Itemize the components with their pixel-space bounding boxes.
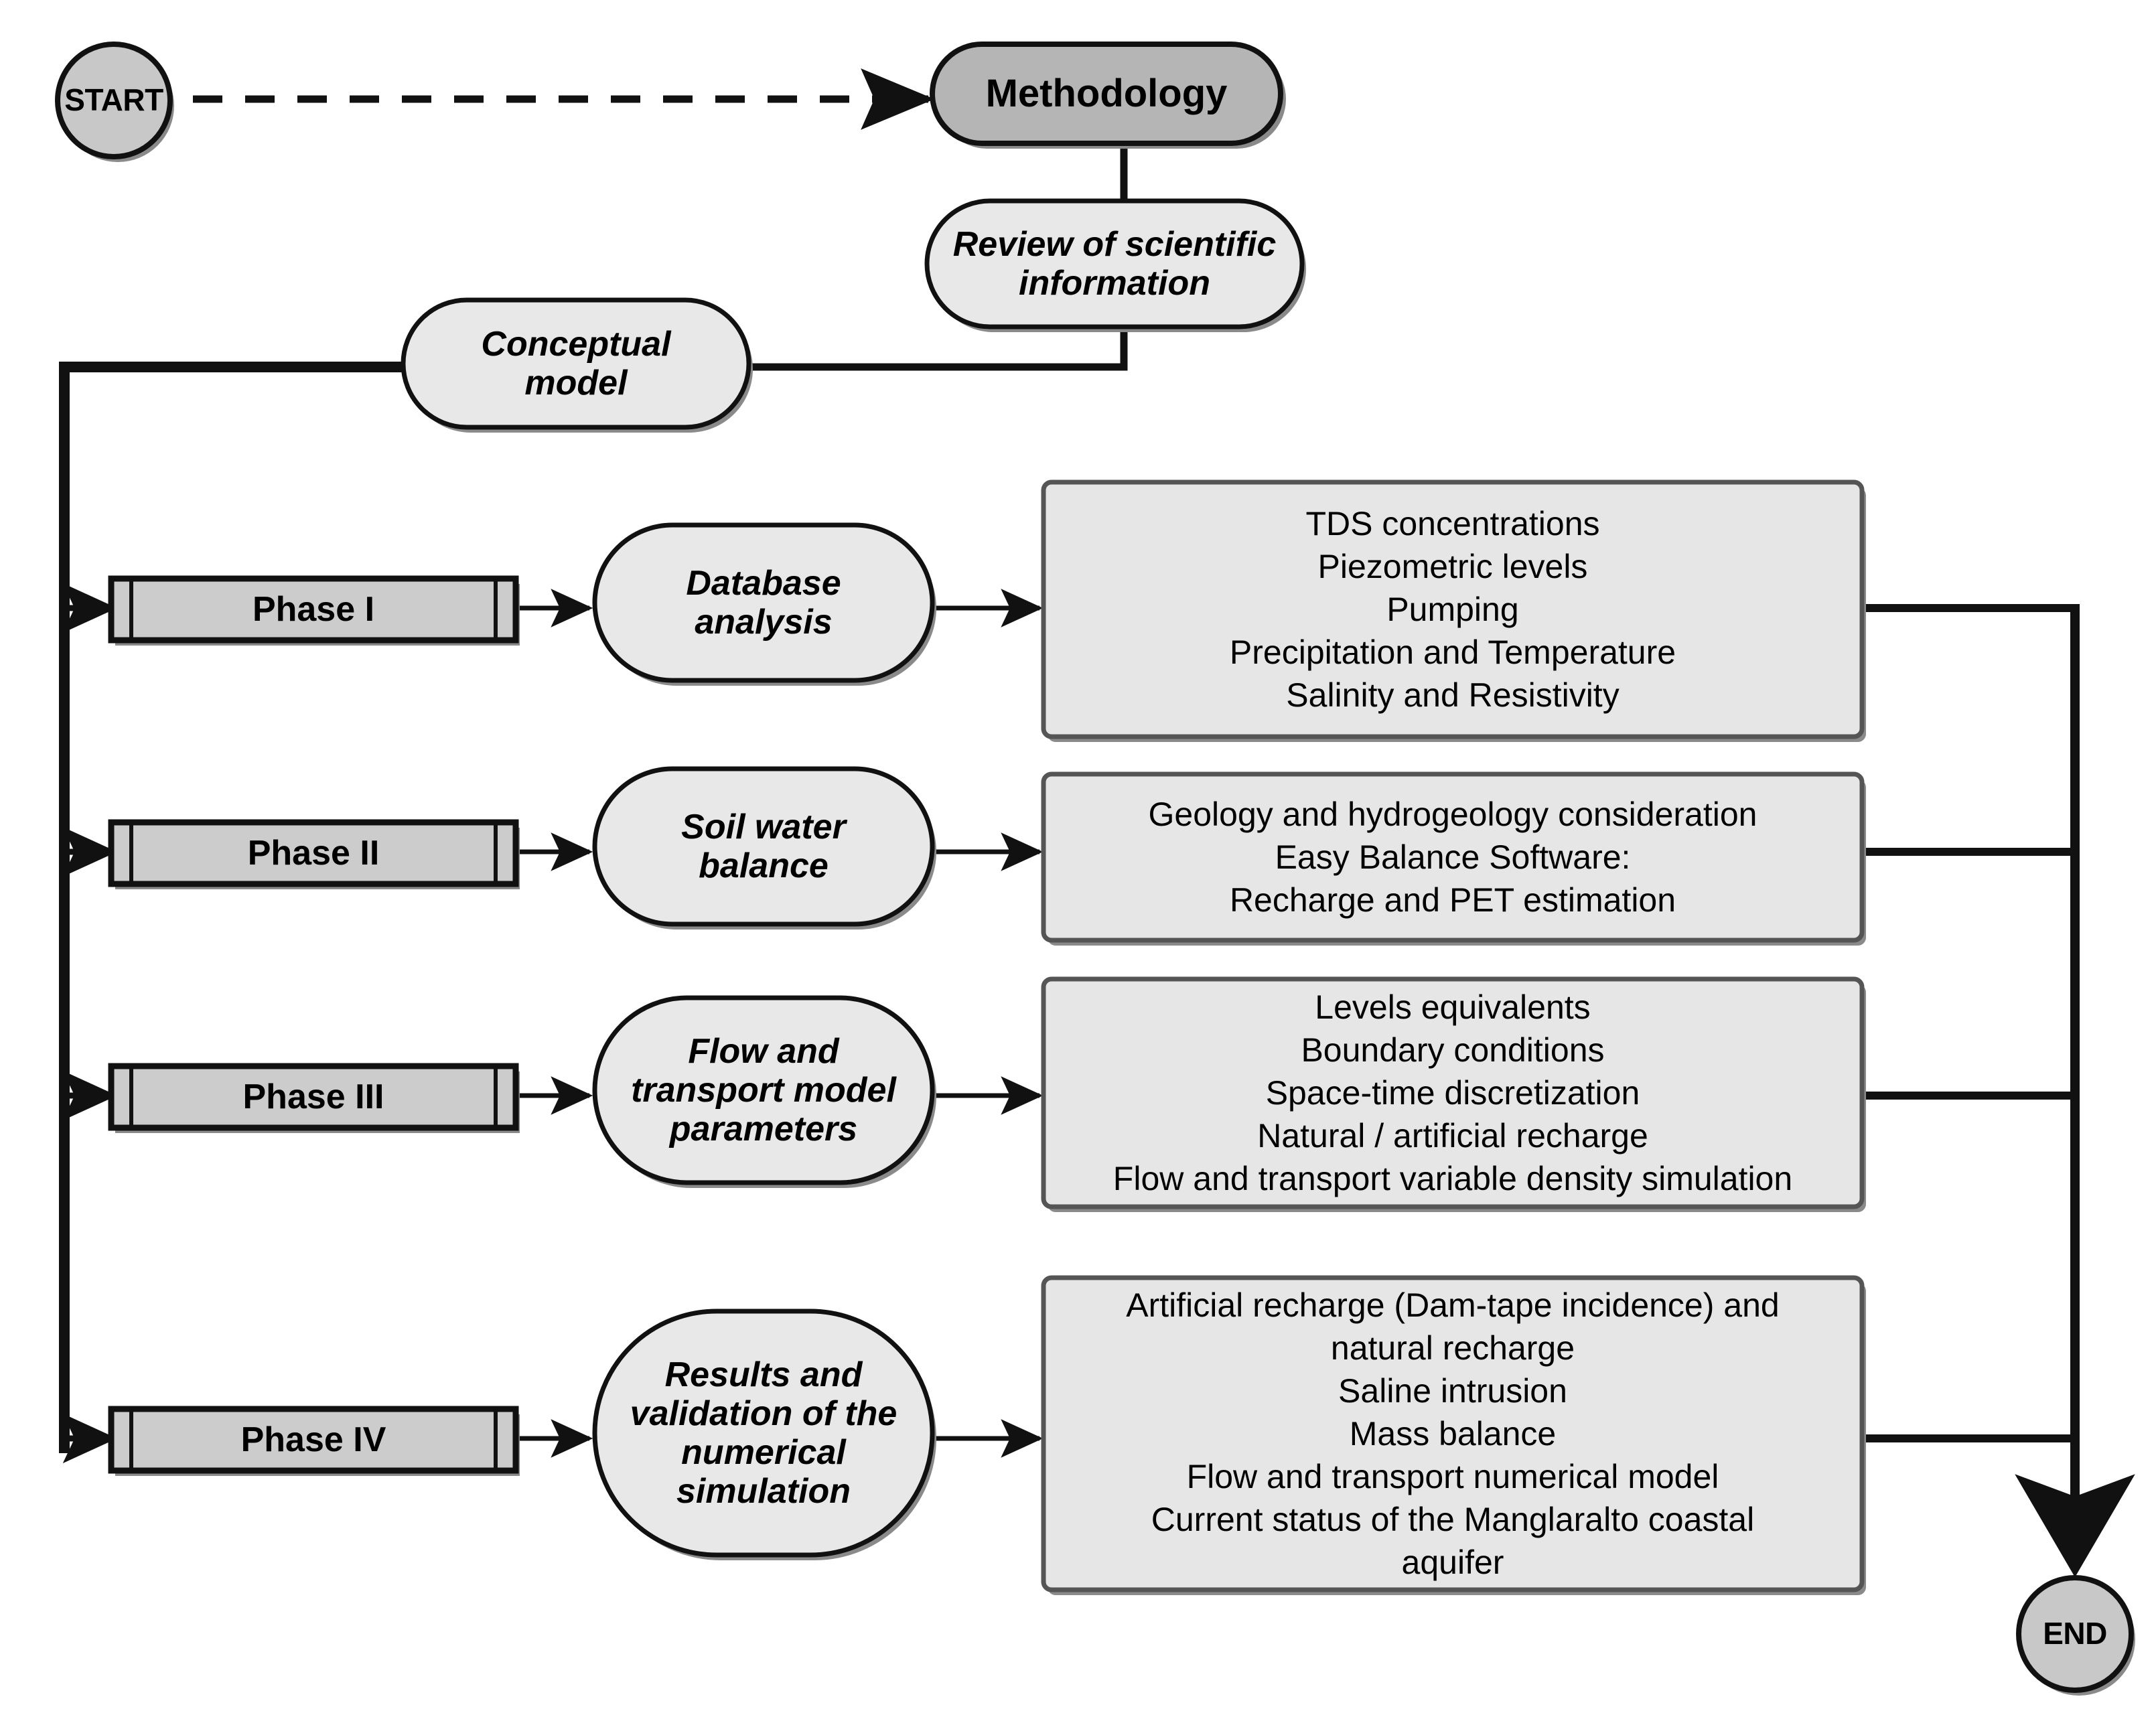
methodology-node[interactable]: [930, 42, 1283, 146]
content-box-2[interactable]: [1041, 771, 1865, 943]
phase-box-1[interactable]: [108, 575, 519, 644]
edge-conceptual-to-bus: [59, 362, 409, 1453]
activity-node-2[interactable]: [592, 766, 935, 927]
phase-box-3[interactable]: [108, 1063, 519, 1131]
content-box-3[interactable]: [1041, 976, 1865, 1209]
phase-box-2[interactable]: [108, 819, 519, 887]
review-node[interactable]: [924, 198, 1305, 329]
phase-box-4[interactable]: [108, 1406, 519, 1474]
start-node[interactable]: [55, 42, 173, 159]
activity-node-4[interactable]: [592, 1309, 935, 1558]
activity-node-1[interactable]: [592, 522, 935, 683]
content-box-4[interactable]: [1041, 1275, 1865, 1592]
content-box-1[interactable]: [1041, 479, 1865, 739]
end-node[interactable]: [2016, 1575, 2134, 1693]
conceptual-model-node[interactable]: [401, 297, 751, 430]
activity-node-3[interactable]: [592, 995, 935, 1185]
